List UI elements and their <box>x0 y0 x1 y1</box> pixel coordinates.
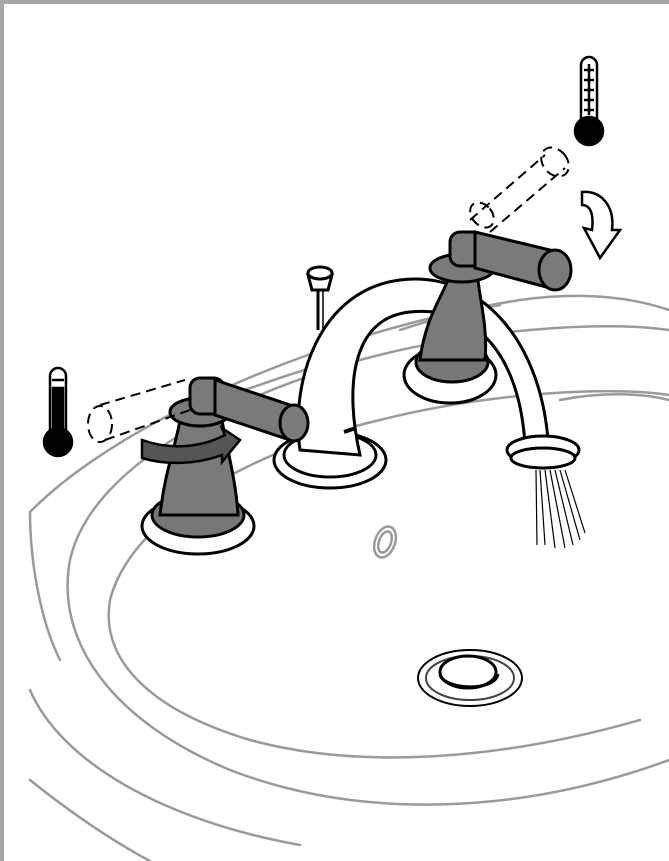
hot-thermometer-icon <box>44 368 72 456</box>
cold-thermometer-icon <box>575 57 603 145</box>
cold-handle-ghost <box>465 142 574 232</box>
rotate-arrow-right <box>582 192 620 258</box>
water-spray <box>536 470 585 548</box>
drain-stopper <box>418 650 522 706</box>
